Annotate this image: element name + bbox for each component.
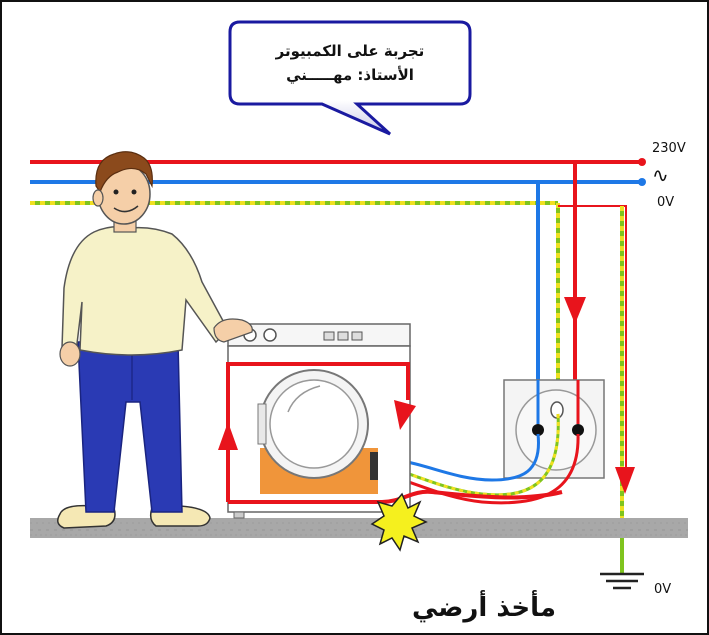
person-eye-right (131, 189, 137, 195)
bubble-line-2: الأستاذ: مهـــــني (286, 66, 414, 84)
socket-neutral-hole (532, 424, 544, 436)
fault-up-arrow (218, 422, 238, 450)
speech-bubble: تجربة على الكمبيوتر الأستاذ: مهـــــني (228, 20, 472, 136)
socket-feed-wires (536, 162, 635, 574)
bubble-line-1: تجربة على الكمبيوتر (275, 42, 425, 60)
fault-current-top (558, 205, 627, 472)
spark-icon (370, 492, 428, 552)
machine-door-reflection (287, 385, 321, 413)
person-eye-left (113, 189, 119, 195)
speech-bubble-shape (228, 20, 472, 136)
machine-button-1 (323, 331, 335, 341)
live-terminal (638, 158, 646, 166)
person-shirt (61, 225, 229, 356)
machine-button-3 (351, 331, 363, 341)
person-hand-right (213, 318, 253, 343)
wall-socket (503, 379, 605, 479)
machine-knob-2 (263, 328, 277, 342)
floor (30, 518, 688, 538)
machine-door-hinge (257, 403, 267, 445)
person-hand-left (59, 341, 81, 367)
machine-foot-left (233, 511, 245, 519)
person-jeans (77, 341, 183, 513)
ground-0v-label: 0V (654, 582, 671, 597)
person-hair (95, 151, 153, 194)
ac-symbol: ∿ (652, 163, 669, 187)
person-smile (113, 205, 139, 213)
person-ear (92, 189, 104, 207)
washing-machine (227, 323, 411, 519)
caption-earth-socket: مأخذ أرضي (412, 590, 556, 623)
floor-texture (30, 522, 688, 536)
ground-symbol (600, 538, 644, 590)
neutral-terminal (638, 178, 646, 186)
voltage-230v-label: 230V (652, 141, 686, 156)
earth-down-arrow (615, 467, 635, 494)
machine-door-glass (269, 379, 359, 469)
cable-entry (370, 452, 378, 480)
person (57, 151, 253, 529)
voltage-0v-label: 0V (657, 195, 674, 210)
socket-live-hole (572, 424, 584, 436)
machine-button-2 (337, 331, 349, 341)
fault-down-arrow (394, 400, 416, 430)
live-drop-arrow (564, 297, 586, 324)
